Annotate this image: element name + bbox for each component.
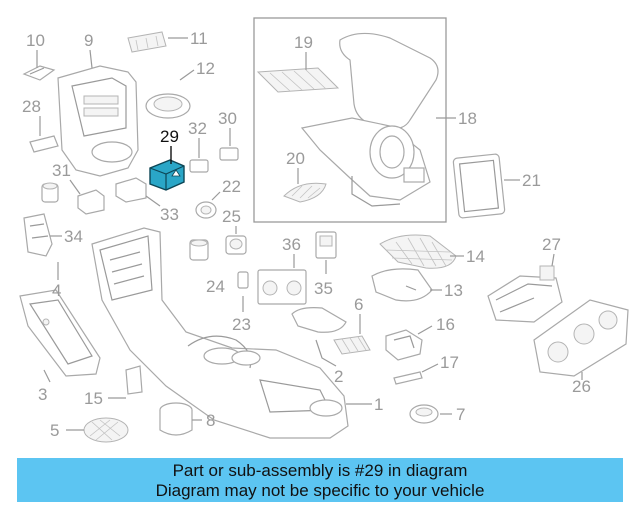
part-socket-left — [41, 182, 59, 203]
armrest-inset-frame — [253, 17, 447, 223]
part-28-switch — [29, 135, 59, 153]
callout-29: 29 — [160, 127, 179, 146]
callout-35: 35 — [314, 279, 333, 298]
callout-16: 16 — [436, 315, 455, 334]
callout-9: 9 — [84, 31, 93, 50]
part-35-switch — [315, 231, 337, 259]
part-27-module — [487, 265, 563, 323]
callout-33: 33 — [160, 205, 179, 224]
callout-21: 21 — [522, 171, 541, 190]
part-5-grille — [83, 417, 129, 443]
callout-labels: 10 9 11 12 28 30 32 29 31 22 33 34 25 4 … — [22, 29, 591, 440]
part-socket-mid — [189, 239, 209, 261]
callout-3: 3 — [38, 385, 47, 404]
part-19-mat — [256, 67, 340, 93]
callout-14: 14 — [466, 247, 485, 266]
callout-11: 11 — [190, 29, 208, 48]
callout-31: 31 — [52, 161, 71, 180]
part-tray — [291, 307, 347, 333]
callout-17: 17 — [440, 353, 459, 372]
part-10-clip — [22, 65, 56, 81]
callout-34: 34 — [64, 227, 83, 246]
part-13-lid — [371, 268, 433, 302]
part-14-mat — [379, 234, 457, 269]
callout-4: 4 — [52, 281, 61, 300]
part-1-console — [91, 227, 349, 439]
callout-19: 19 — [294, 33, 313, 52]
part-26-climate-control — [533, 299, 629, 377]
callout-13: 13 — [444, 281, 463, 300]
armrest-body — [300, 32, 439, 207]
part-30-switch — [219, 147, 239, 161]
part-20-pad — [283, 182, 327, 203]
part-21-panel — [452, 153, 506, 219]
part-16-bracket — [385, 329, 423, 361]
callout-7: 7 — [456, 405, 465, 424]
part-29-switch-highlighted — [149, 159, 185, 191]
callout-12: 12 — [196, 59, 215, 78]
callout-6: 6 — [354, 295, 363, 314]
part-24-switch — [237, 271, 249, 289]
callout-27: 27 — [542, 235, 561, 254]
part-9-bezel — [57, 65, 139, 177]
callout-2: 2 — [334, 367, 343, 386]
part-22-socket — [195, 201, 217, 219]
part-33-switch — [115, 177, 147, 203]
callout-8: 8 — [206, 411, 215, 430]
part-15-clip — [125, 365, 143, 395]
banner-line-part: Part or sub-assembly is #29 in diagram — [172, 461, 468, 480]
callout-30: 30 — [218, 109, 237, 128]
callout-22: 22 — [222, 177, 241, 196]
callout-28: 28 — [22, 97, 41, 116]
callout-36: 36 — [282, 235, 301, 254]
callout-15: 15 — [84, 389, 103, 408]
part-31-switch — [77, 189, 105, 215]
part-17-strip — [393, 371, 423, 385]
part-6-pad — [333, 335, 371, 355]
callout-25: 25 — [222, 207, 241, 226]
part-32-switch — [189, 159, 209, 173]
part-12-knob — [145, 93, 191, 119]
info-banner: Part or sub-assembly is #29 in diagram D… — [17, 458, 623, 502]
callout-10: 10 — [26, 31, 45, 50]
callout-18: 18 — [458, 109, 477, 128]
callout-20: 20 — [286, 149, 305, 168]
callout-32: 32 — [188, 119, 207, 138]
part-8-cup — [159, 402, 193, 436]
part-36-control-panel — [257, 269, 307, 305]
callout-26: 26 — [572, 377, 591, 396]
part-11-strip — [127, 31, 167, 53]
callout-1: 1 — [374, 395, 383, 414]
callout-23: 23 — [232, 315, 251, 334]
callout-24: 24 — [206, 277, 225, 296]
part-7-ring — [409, 404, 439, 424]
part-34-bracket — [23, 213, 53, 257]
part-25-switch — [225, 235, 247, 255]
callout-5: 5 — [50, 421, 59, 440]
part-3-side-panel — [19, 289, 101, 377]
parts-diagram: 10 9 11 12 28 30 32 29 31 22 33 34 25 4 … — [19, 17, 629, 443]
banner-line-disclaimer: Diagram may not be specific to your vehi… — [155, 481, 485, 500]
